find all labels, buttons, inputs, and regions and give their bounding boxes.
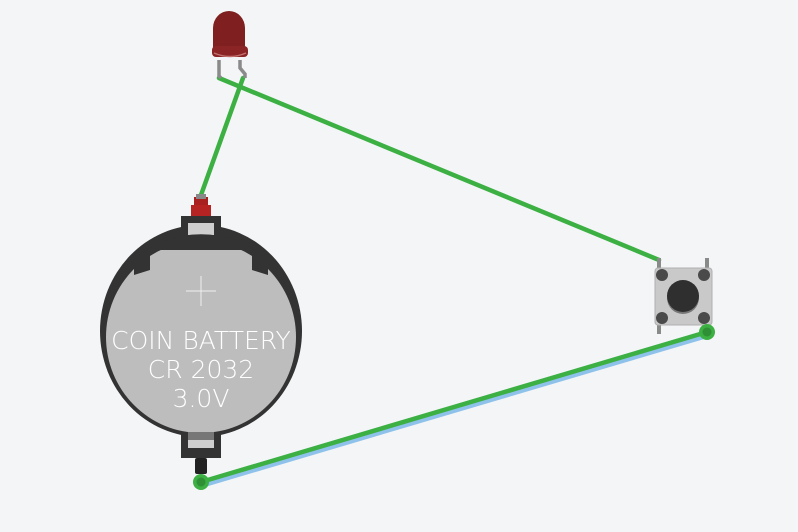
led-cathode-leg[interactable] bbox=[217, 60, 223, 80]
battery-label-line1: COIN BATTERY bbox=[111, 326, 291, 355]
button-cap[interactable] bbox=[667, 280, 699, 312]
battery-negative-terminal[interactable] bbox=[195, 458, 207, 474]
battery-positive-terminal[interactable] bbox=[194, 197, 208, 207]
wire-led-to-button[interactable] bbox=[216, 75, 662, 263]
coin-battery[interactable]: COIN BATTERY CR 2032 3.0V bbox=[100, 194, 302, 474]
plus-icon bbox=[186, 276, 216, 306]
pushbutton[interactable] bbox=[654, 258, 713, 334]
battery-label-line2: CR 2032 bbox=[148, 355, 254, 384]
battery-cell bbox=[106, 241, 296, 433]
red-led[interactable] bbox=[212, 11, 248, 80]
wire-led-to-battery-positive[interactable] bbox=[198, 75, 246, 198]
wire-battery-negative-to-button[interactable] bbox=[193, 324, 715, 490]
led-anode-leg[interactable] bbox=[238, 60, 247, 78]
battery-label-line3: 3.0V bbox=[173, 384, 230, 413]
